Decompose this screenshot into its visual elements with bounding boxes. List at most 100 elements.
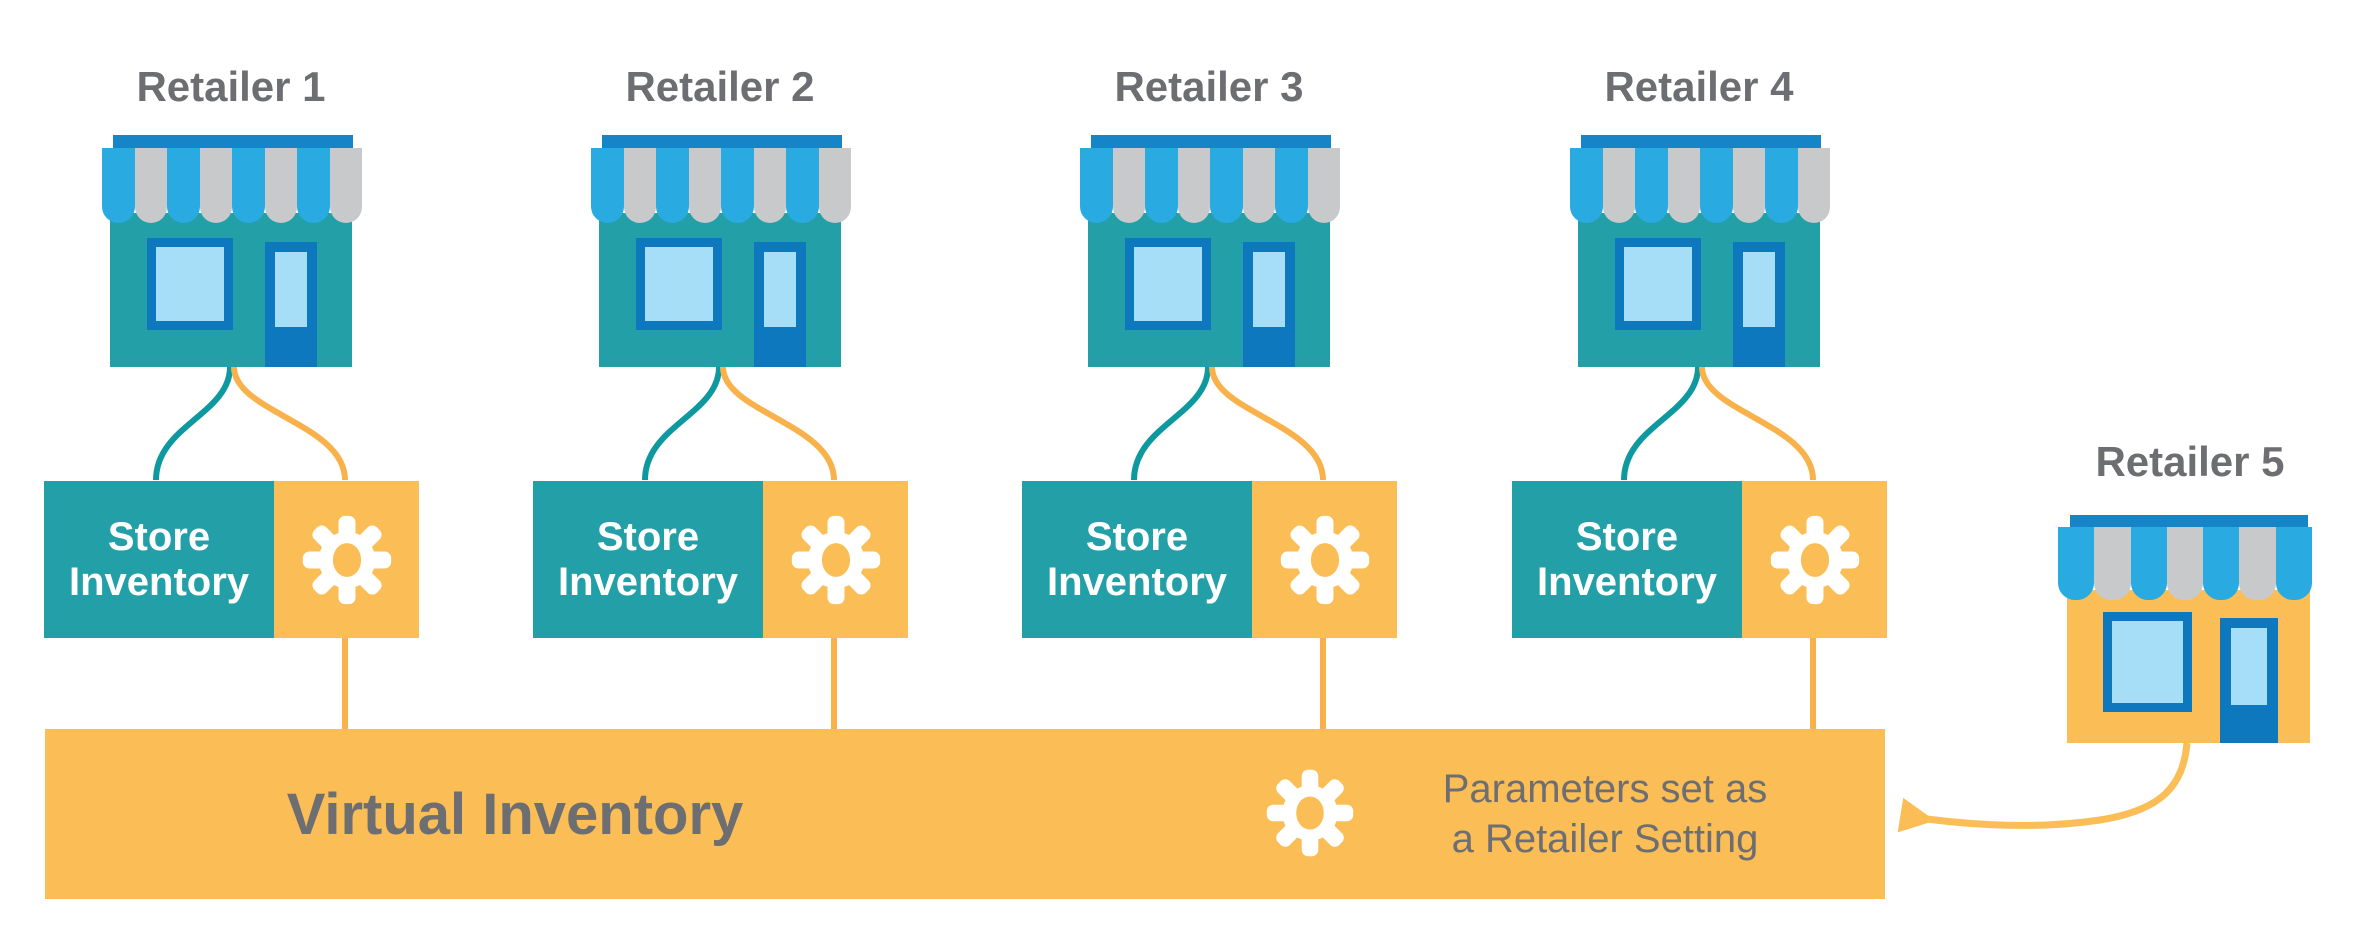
storefront-window-glass [156,247,224,321]
awning-scallop [329,148,362,223]
store-inventory-settings [763,481,908,638]
awning-scallop [2130,527,2167,600]
retailer-5-store-icon [2058,515,2312,743]
store-to-gear-line [720,366,837,481]
awning-scallop [134,148,167,223]
awning-scallop [1112,148,1145,223]
awning-scallop [2094,527,2131,600]
retailer-1-store-icon [102,135,362,367]
storefront-window-glass [1624,247,1692,321]
store-inventory-settings [1742,481,1887,638]
awning-scallop [1210,148,1243,223]
awning-scallop [591,148,624,223]
retailer-2-store-icon [591,135,851,367]
store-inventory-box-2: Store Inventory [533,481,908,638]
store-inventory-box-1: Store Inventory [44,481,419,638]
retailer5-to-bar-arrow [1897,742,2191,833]
retailer-4-store-icon [1570,135,1830,367]
awning-scallop [1765,148,1798,223]
storefront-window [636,238,722,330]
awning-scallop [753,148,786,223]
store-inventory-settings [1252,481,1397,638]
awning-scallop [1732,148,1765,223]
awning-scallop [199,148,232,223]
storefront-awning [1080,148,1340,223]
awning-scallop [786,148,819,223]
awning-scallop [2203,527,2240,600]
awning-scallop [232,148,265,223]
store-inventory-label: Store Inventory [1022,481,1252,638]
awning-scallop [1797,148,1830,223]
storefront-window [147,238,233,330]
store-to-gear-line [231,366,348,481]
storefront-window-glass [1134,247,1202,321]
awning-scallop [1145,148,1178,223]
gear-icon [1768,513,1862,607]
awning-scallop [623,148,656,223]
store-to-gear-line [1699,366,1816,481]
virtual-inventory-label: Virtual Inventory [286,781,744,847]
storefront-topbar [1581,135,1821,148]
awning-scallop [2275,527,2312,600]
store-to-inventory-line [153,366,233,481]
awning-scallop [2166,527,2204,600]
retailer-5-label: Retailer 5 [2095,438,2285,485]
awning-scallop [721,148,754,223]
storefront-door-glass [1253,252,1285,327]
awning-scallop [1307,148,1340,223]
awning-scallop [1080,148,1113,223]
awning-scallop [1275,148,1308,223]
store-to-inventory-line [642,366,722,481]
storefront-door [265,242,317,367]
storefront-door-glass [764,252,796,327]
store-inventory-label: Store Inventory [533,481,763,638]
storefront-door-glass [2231,628,2267,705]
retailer-3-store-icon [1080,135,1340,367]
storefront-door [2220,618,2278,743]
storefront-topbar [2070,515,2308,527]
storefront-door [754,242,806,367]
awning-scallop [2058,527,2095,600]
awning-scallop [1570,148,1603,223]
storefront-window [1615,238,1701,330]
awning-scallop [297,148,330,223]
retailer-2-label: Retailer 2 [625,63,815,110]
awning-scallop [1177,148,1210,223]
parameters-annotation: Parameters set as a Retailer Setting [1385,767,1825,861]
storefront-topbar [113,135,353,148]
retailer-1-label: Retailer 1 [136,63,326,110]
awning-scallop [818,148,851,223]
parameters-annotation-line2: a Retailer Setting [1451,817,1759,861]
gear-icon [300,513,394,607]
gear-icon [1264,767,1356,859]
store-inventory-settings [274,481,419,638]
storefront-awning [1570,148,1830,223]
gear-icon [789,513,883,607]
storefront-window [2103,612,2192,712]
store-inventory-box-3: Store Inventory [1022,481,1397,638]
parameters-annotation-line1: Parameters set as [1442,767,1768,811]
awning-scallop [656,148,689,223]
store-inventory-label: Store Inventory [44,481,274,638]
storefront-door [1243,242,1295,367]
awning-scallop [1602,148,1635,223]
storefront-topbar [602,135,842,148]
awning-scallop [1700,148,1733,223]
gear-icon [1278,513,1372,607]
awning-scallop [2239,527,2276,600]
storefront-door-glass [1743,252,1775,327]
retailer-4-label: Retailer 4 [1604,63,1794,110]
storefront-door-glass [275,252,307,327]
awning-scallop [102,148,135,223]
storefront-window-glass [645,247,713,321]
storefront-topbar [1091,135,1331,148]
awning-scallop [688,148,721,223]
awning-scallop [264,148,297,223]
awning-scallop [1667,148,1700,223]
storefront-awning [2058,527,2312,600]
storefront-awning [102,148,362,223]
virtual-inventory-bar: Virtual Inventory Parameters set as a Re… [45,729,1885,899]
storefront-door [1733,242,1785,367]
awning-scallop [167,148,200,223]
